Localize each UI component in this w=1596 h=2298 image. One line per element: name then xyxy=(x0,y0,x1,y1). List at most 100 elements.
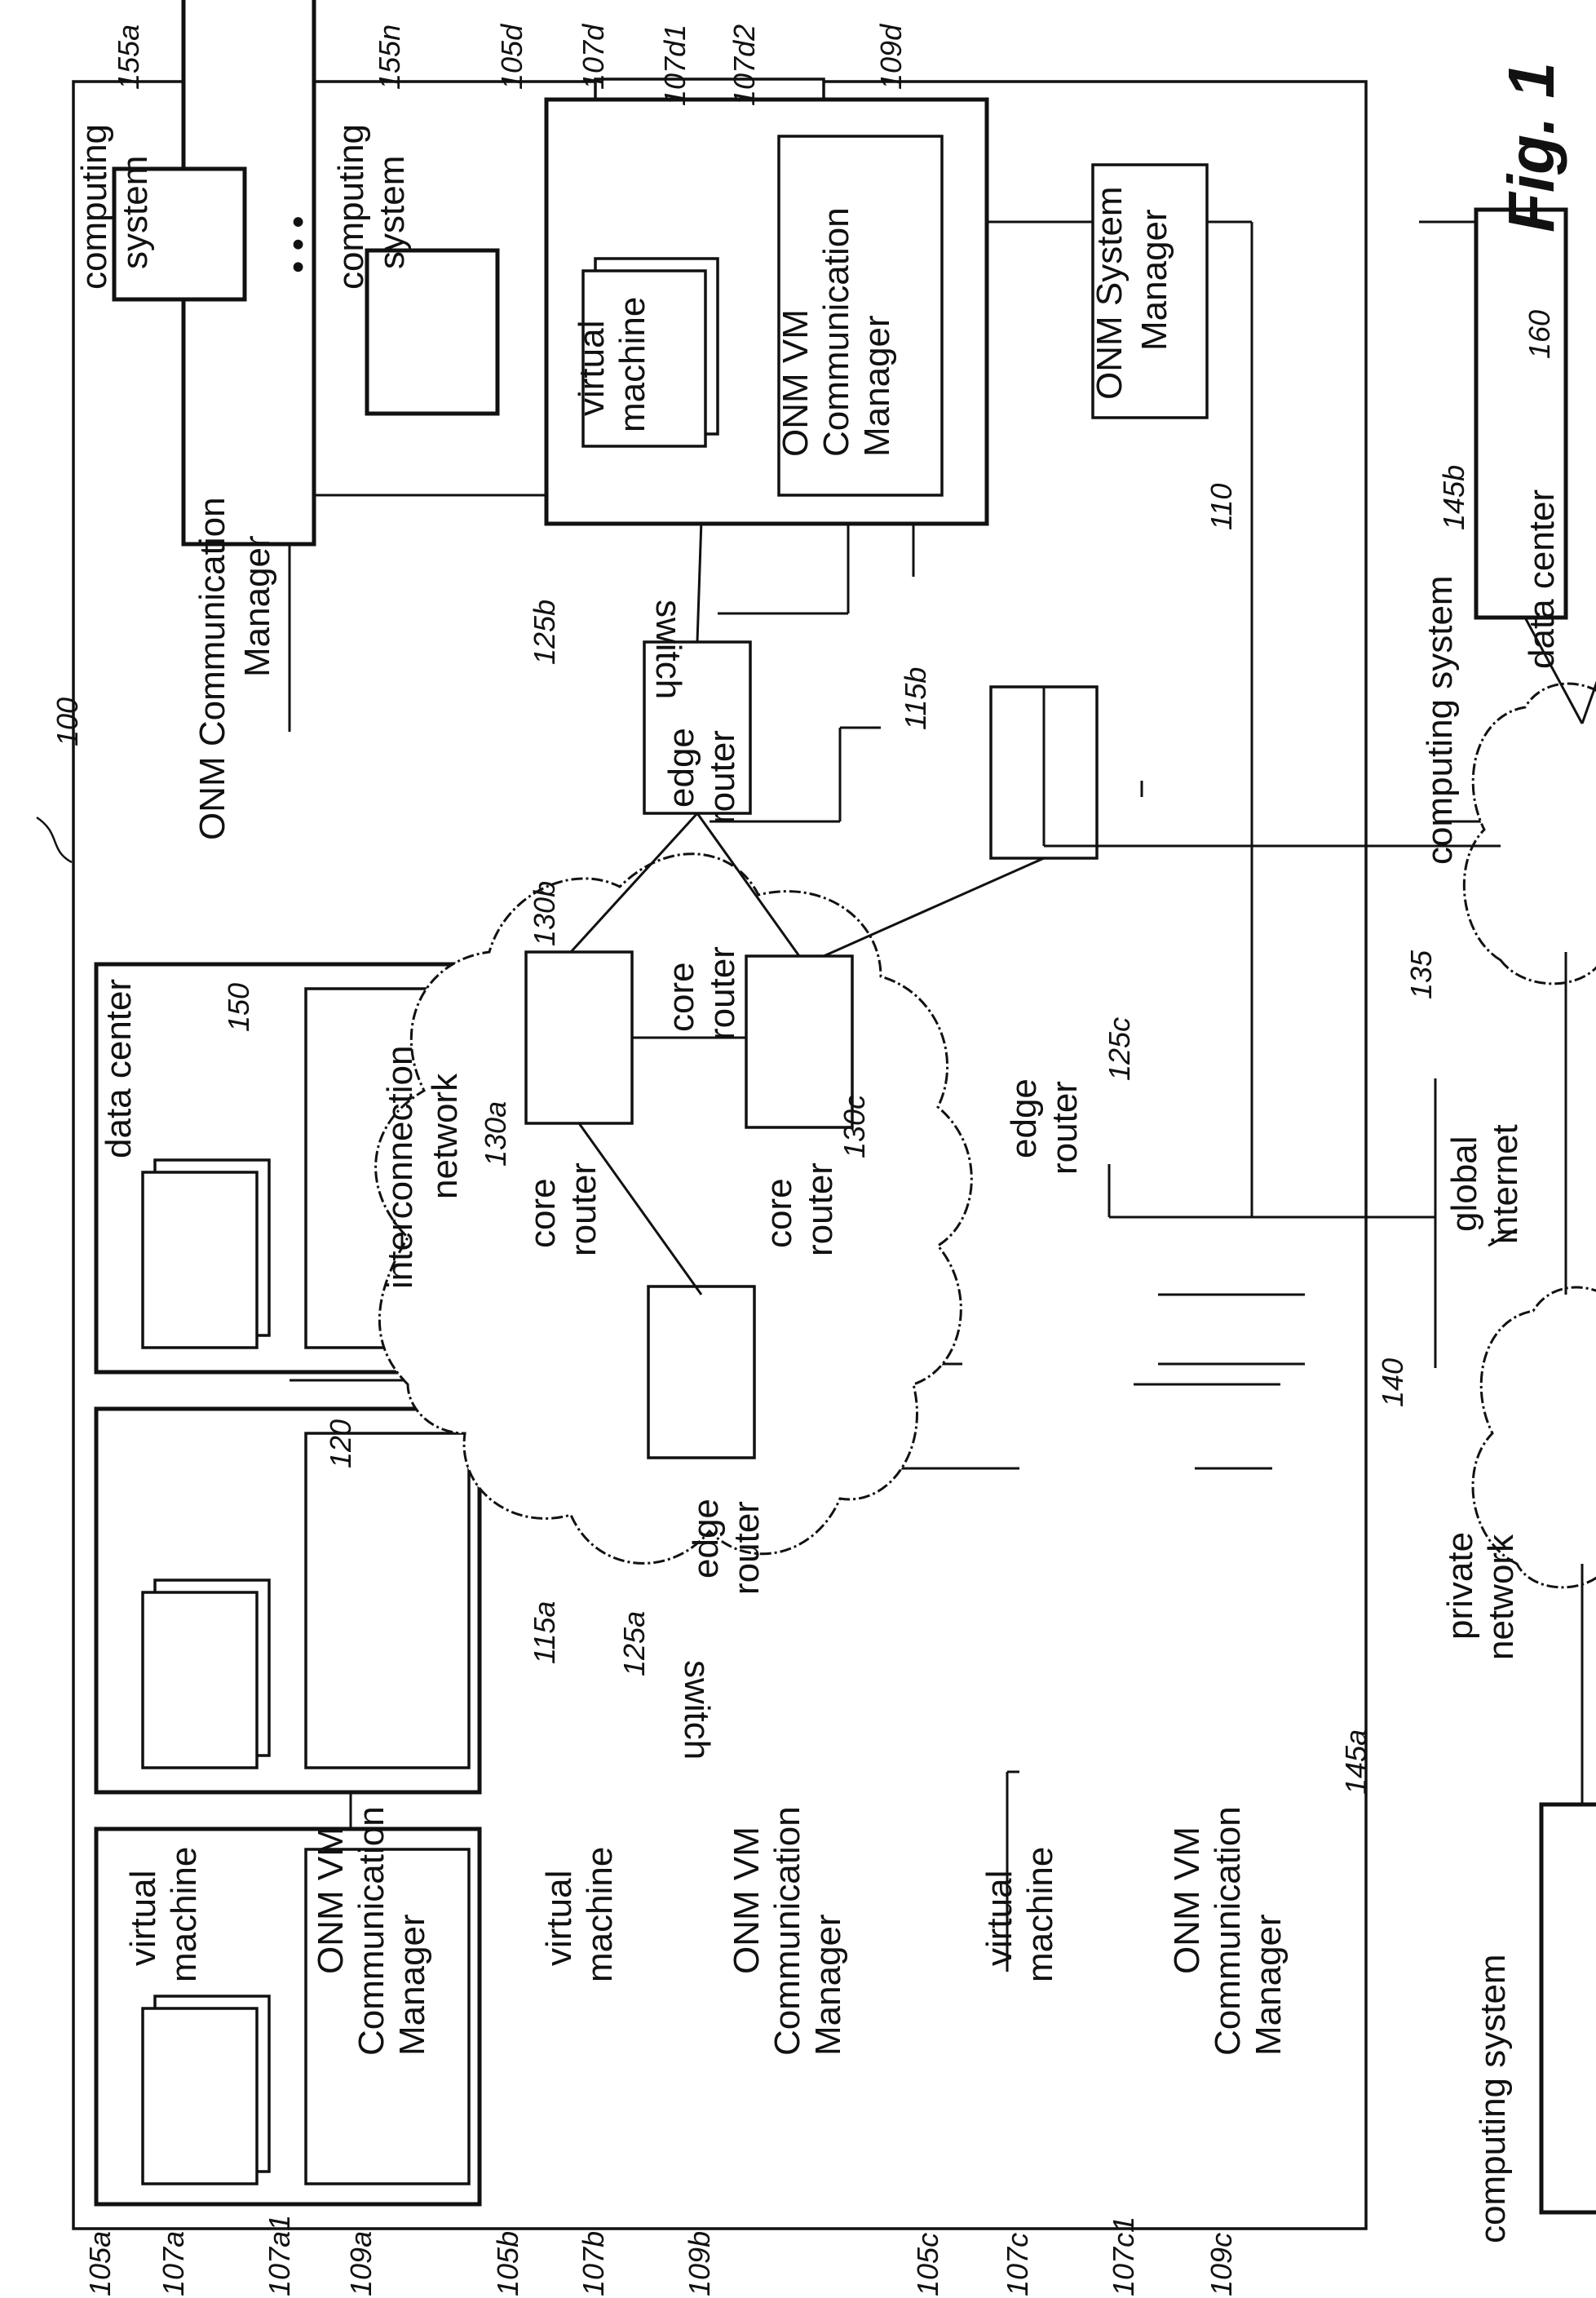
core-a-1: core xyxy=(523,1178,563,1248)
ref-105d: 105d xyxy=(495,24,528,90)
onm-cm-text-1: ONM Communication xyxy=(192,497,232,840)
onm-vm-c-2: Communication xyxy=(1208,1806,1248,2056)
ref-107a: 107a xyxy=(157,2231,190,2296)
ellipsis-text: • • • xyxy=(278,215,318,273)
ref-105b: 105b xyxy=(491,2231,524,2296)
ref-140: 140 xyxy=(1376,1358,1409,1407)
onm-cm-text-2: Manager xyxy=(237,535,277,677)
edge-a-1: edge xyxy=(686,1499,726,1578)
switch-b: switch xyxy=(648,600,688,699)
ref-160: 160 xyxy=(1523,310,1556,359)
edge-router-125a xyxy=(648,1286,754,1458)
core-c-2: router xyxy=(800,1162,840,1256)
ref-130c: 130c xyxy=(838,1095,871,1158)
private-1: private xyxy=(1440,1532,1480,1640)
cs-145a-text: computing system xyxy=(1473,1954,1513,2243)
virtual-machine-107a xyxy=(143,2008,257,2184)
onm-vm-b-3: Manager xyxy=(808,1914,848,2056)
net-1: interconnection xyxy=(380,1046,420,1289)
edge-a-2: router xyxy=(727,1501,767,1595)
edge-b-2: router xyxy=(702,730,742,824)
vm-d-1: virtual xyxy=(572,321,612,416)
onm-vm-b-2: Communication xyxy=(767,1806,807,2056)
onm-vm-a-2: Communication xyxy=(351,1806,391,2056)
ref-125b: 125b xyxy=(528,600,561,665)
onm-sys-1: ONM System xyxy=(1090,186,1130,400)
global-internet-cloud xyxy=(1464,684,1596,984)
vm-b-1: virtual xyxy=(539,1871,579,1966)
ref-107c: 107c xyxy=(1001,2233,1034,2296)
onm-vm-c-1: ONM VM xyxy=(1167,1826,1207,1974)
ref-155n: 155n xyxy=(373,24,406,90)
onm-sys-2: Manager xyxy=(1134,209,1174,351)
vm-a-2: machine xyxy=(164,1847,204,1982)
ref-109c: 109c xyxy=(1205,2233,1238,2296)
vm-c-2: machine xyxy=(1020,1847,1060,1982)
ref-150: 150 xyxy=(222,983,255,1032)
core-b-2: router xyxy=(702,946,742,1040)
global-2: internet xyxy=(1485,1124,1525,1244)
onm-vm-d-2: Communication xyxy=(816,207,856,457)
cs-155n-1: computing xyxy=(331,124,371,290)
ref-100: 100 xyxy=(51,697,84,746)
net-2: network xyxy=(425,1073,465,1199)
onm-vm-a-3: Manager xyxy=(392,1914,432,2056)
computing-system-145a xyxy=(1541,1804,1596,2212)
ref-145b: 145b xyxy=(1437,465,1470,530)
vm-a-1: virtual xyxy=(123,1871,163,1966)
core-c-1: core xyxy=(759,1178,799,1248)
figure-label: Fig. 1 xyxy=(1495,62,1567,232)
ref-115a: 115a xyxy=(528,1601,561,1664)
ref-135: 135 xyxy=(1404,950,1438,999)
dc-160-text: data center xyxy=(1522,489,1562,669)
edge-c-2: router xyxy=(1045,1081,1085,1175)
onm-vm-b-1: ONM VM xyxy=(727,1826,767,1974)
core-router-130c xyxy=(746,956,852,1127)
cs-155a-2: system xyxy=(115,156,155,269)
virtual-machine-107c xyxy=(143,1172,257,1348)
cs-155a-1: computing xyxy=(74,124,114,290)
core-a-2: router xyxy=(564,1162,603,1256)
ref-125c: 125c xyxy=(1103,1017,1136,1081)
global-1: global xyxy=(1444,1136,1484,1232)
ref-107b: 107b xyxy=(577,2231,610,2296)
onm-vm-d-3: Manager xyxy=(857,315,897,457)
ref-105a: 105a xyxy=(83,2231,117,2296)
core-router-130a xyxy=(526,952,632,1123)
vm-b-2: machine xyxy=(580,1847,620,1982)
edge-c-1: edge xyxy=(1004,1078,1044,1158)
ref-110: 110 xyxy=(1205,484,1238,530)
data-center-label: data center xyxy=(99,979,139,1158)
onm-vm-c-3: Manager xyxy=(1249,1914,1289,2056)
edge-b-1: edge xyxy=(661,728,701,808)
cs-145b-text: computing system xyxy=(1420,575,1460,865)
virtual-machine-107b xyxy=(143,1592,257,1768)
ref-109d: 109d xyxy=(874,24,908,90)
ref-107d1: 107d1 xyxy=(658,24,692,106)
ref-109b: 109b xyxy=(683,2231,716,2296)
ref-107c1: 107c1 xyxy=(1107,2216,1140,2296)
computing-system-155n xyxy=(367,250,497,414)
onm-vm-comm-manager-109b xyxy=(306,1433,469,1768)
vm-d-2: machine xyxy=(612,297,652,432)
core-b-1: core xyxy=(661,962,701,1032)
ref-107d: 107d xyxy=(577,24,610,90)
private-2: network xyxy=(1481,1534,1521,1660)
ref-107d2: 107d2 xyxy=(727,24,761,106)
ref-155a: 155a xyxy=(112,24,145,90)
onm-vm-d-1: ONM VM xyxy=(776,309,816,457)
ref-125a: 125a xyxy=(617,1611,651,1676)
ref-130b: 130b xyxy=(528,881,561,946)
switch-a: switch xyxy=(677,1660,717,1760)
cs-155n-2: system xyxy=(372,156,412,269)
ref-145a: 145a xyxy=(1339,1729,1373,1795)
vm-c-1: virtual xyxy=(979,1871,1019,1966)
ref-120: 120 xyxy=(324,1419,357,1468)
ref-130a: 130a xyxy=(479,1101,512,1167)
ref-107a1: 107a1 xyxy=(263,2215,296,2296)
ref-105c: 105c xyxy=(911,2233,944,2296)
onm-vm-a-1: ONM VM xyxy=(311,1826,351,1974)
ref-109a: 109a xyxy=(344,2231,378,2296)
ref-115b: 115b xyxy=(899,667,932,730)
